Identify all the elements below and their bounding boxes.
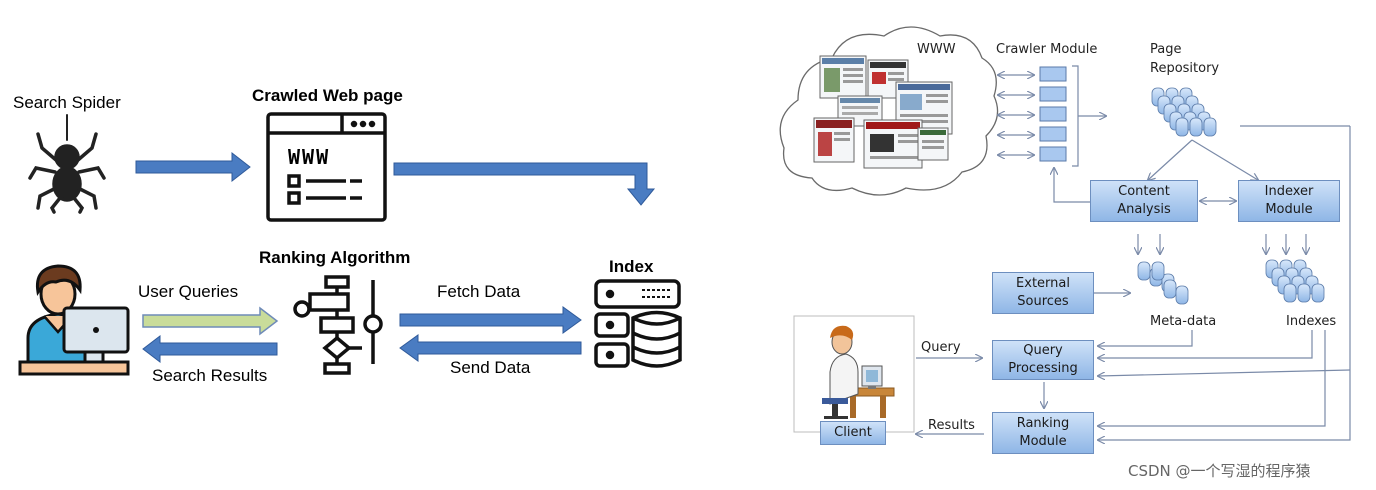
content-analysis-node: Content Analysis [1090,180,1198,222]
page-repository-label-line1: Page [1150,42,1182,57]
indexes-cylinders [1265,259,1325,303]
ranking-algorithm-label: Ranking Algorithm [259,248,411,267]
arrow-page-to-index [393,162,656,206]
metadata-cylinders [1137,261,1189,305]
external-sources-line1: External [1016,276,1070,291]
external-sources-node: External Sources [992,272,1094,314]
ranking-module-node: Ranking Module [992,412,1094,454]
arrow-send-data [399,334,582,362]
send-data-label: Send Data [450,358,531,377]
client-label: Client [834,425,872,440]
arrow-search-results [142,334,278,364]
page-repository-cylinders [1151,87,1217,137]
www-label: WWW [917,42,956,57]
web-page-icon [266,112,387,222]
external-sources-line2: Sources [1017,294,1069,309]
page-repository-label-line2: Repository [1150,61,1220,76]
arrow-spider-to-page [135,151,251,183]
query-label: Query [921,340,961,355]
crawler-double-arrows [998,75,1034,155]
content-analysis-line2: Analysis [1117,202,1171,217]
user-computer-icon [18,264,130,376]
search-spider-label: Search Spider [13,93,121,112]
index-label: Index [609,257,654,276]
crawled-web-page-label: Crawled Web page [252,86,403,105]
web-page-thumbnails [813,55,953,169]
query-processing-node: Query Processing [992,340,1094,380]
crawler-to-repository-arrow [1072,65,1106,167]
query-processing-line1: Query [1023,343,1063,358]
query-processing-line2: Processing [1008,361,1078,376]
fetch-data-label: Fetch Data [437,282,521,301]
down-arrows [1138,234,1306,254]
results-label: Results [928,418,975,433]
arrow-fetch-data [399,306,582,334]
indexer-module-line2: Module [1265,202,1313,217]
search-results-label: Search Results [152,366,268,385]
client-person-icon [822,325,895,419]
repository-connector-lines [1148,125,1350,180]
ranking-module-line1: Ranking [1016,416,1070,431]
spider-icon [28,114,106,214]
client-node: Client [820,421,886,445]
ranking-module-line2: Module [1019,434,1067,449]
indexer-module-node: Indexer Module [1238,180,1340,222]
analysis-to-crawler-line [1054,168,1090,203]
database-server-icon [594,279,682,368]
content-analysis-line1: Content [1118,184,1170,199]
indexes-label: Indexes [1286,314,1337,329]
watermark: CSDN @一个写湿的程序猿 [1128,462,1311,480]
www-cloud [779,26,999,196]
user-queries-label: User Queries [138,282,239,301]
www-glyph-text: WWW [288,145,331,169]
feed-lines [1098,126,1351,440]
crawler-module-stack [1039,66,1067,162]
indexer-module-line1: Indexer [1264,184,1314,199]
crawler-module-label: Crawler Module [996,42,1098,57]
flowchart-icon [293,275,383,375]
meta-data-label: Meta-data [1150,314,1217,329]
arrow-user-queries [142,306,279,336]
